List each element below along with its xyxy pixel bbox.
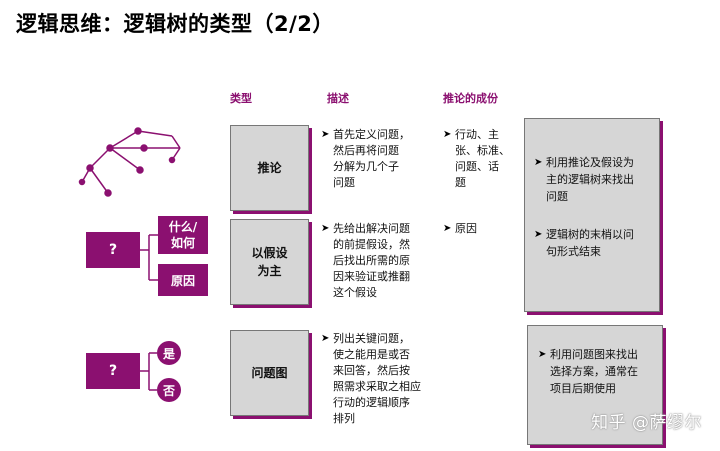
yes-no-connectors [140, 352, 157, 391]
tree-icon [78, 127, 181, 197]
what-how-box: 什么/ 如何 [158, 216, 208, 254]
components-hypothesis: ➤ 原因 [443, 222, 477, 235]
side-note-3: ➤ 利用问题图来找出 选择方案，通常在 项目后期使用 [538, 348, 638, 395]
side-note-box-top [524, 118, 660, 312]
side-note-2: ➤ 逻辑树的末梢以问 句形式结束 [534, 228, 634, 258]
page-title: 逻辑思维：逻辑树的类型（2/2） [16, 12, 334, 36]
question-box-issue: ? [86, 353, 140, 389]
type-box-deduction: 推论 [230, 125, 309, 211]
header-components: 推论的成份 [443, 92, 498, 105]
arrow-right-icon: ➤ [321, 333, 330, 344]
arrow-right-icon: ➤ [443, 223, 452, 234]
type-label: 以假设 为主 [251, 246, 288, 278]
side-note-box-bottom [527, 325, 663, 445]
description-hypothesis: ➤ 先给出解决问题 的前提假设，然 后找出所需的原 因来验证或推翻 这个假设 [321, 222, 410, 299]
yes-circle: 是 [157, 341, 181, 365]
arrow-right-icon: ➤ [538, 349, 547, 360]
type-label: 推论 [257, 161, 282, 175]
description-deduction: ➤ 首先定义问题， 然后再将问题 分解为几个子 问题 [321, 128, 410, 189]
header-description: 描述 [327, 92, 349, 105]
components-deduction: ➤ 行动、主 张、标准、 问题、话 题 [443, 128, 510, 189]
no-circle: 否 [157, 378, 181, 402]
type-box-hypothesis: 以假设 为主 [230, 219, 309, 305]
side-note-1: ➤ 利用推论及假设为 主的逻辑树来找出 问题 [534, 156, 634, 203]
watermark: 知乎 @萨缪尔 [591, 413, 702, 433]
arrow-right-icon: ➤ [534, 229, 543, 240]
type-box-issue-tree: 问题图 [230, 330, 309, 416]
reason-box: 原因 [158, 264, 208, 296]
type-label: 问题图 [251, 366, 288, 380]
description-issue-tree: ➤ 列出关键问题， 使之能用是或否 来回答，然后按 照需求采取之相应 行动的逻辑… [321, 332, 421, 425]
question-box-hypothesis: ? [86, 232, 140, 268]
arrow-right-icon: ➤ [443, 129, 452, 140]
hypothesis-connectors [140, 234, 158, 281]
arrow-right-icon: ➤ [321, 129, 330, 140]
arrow-right-icon: ➤ [534, 157, 543, 168]
arrow-right-icon: ➤ [321, 223, 330, 234]
header-type: 类型 [230, 92, 252, 105]
